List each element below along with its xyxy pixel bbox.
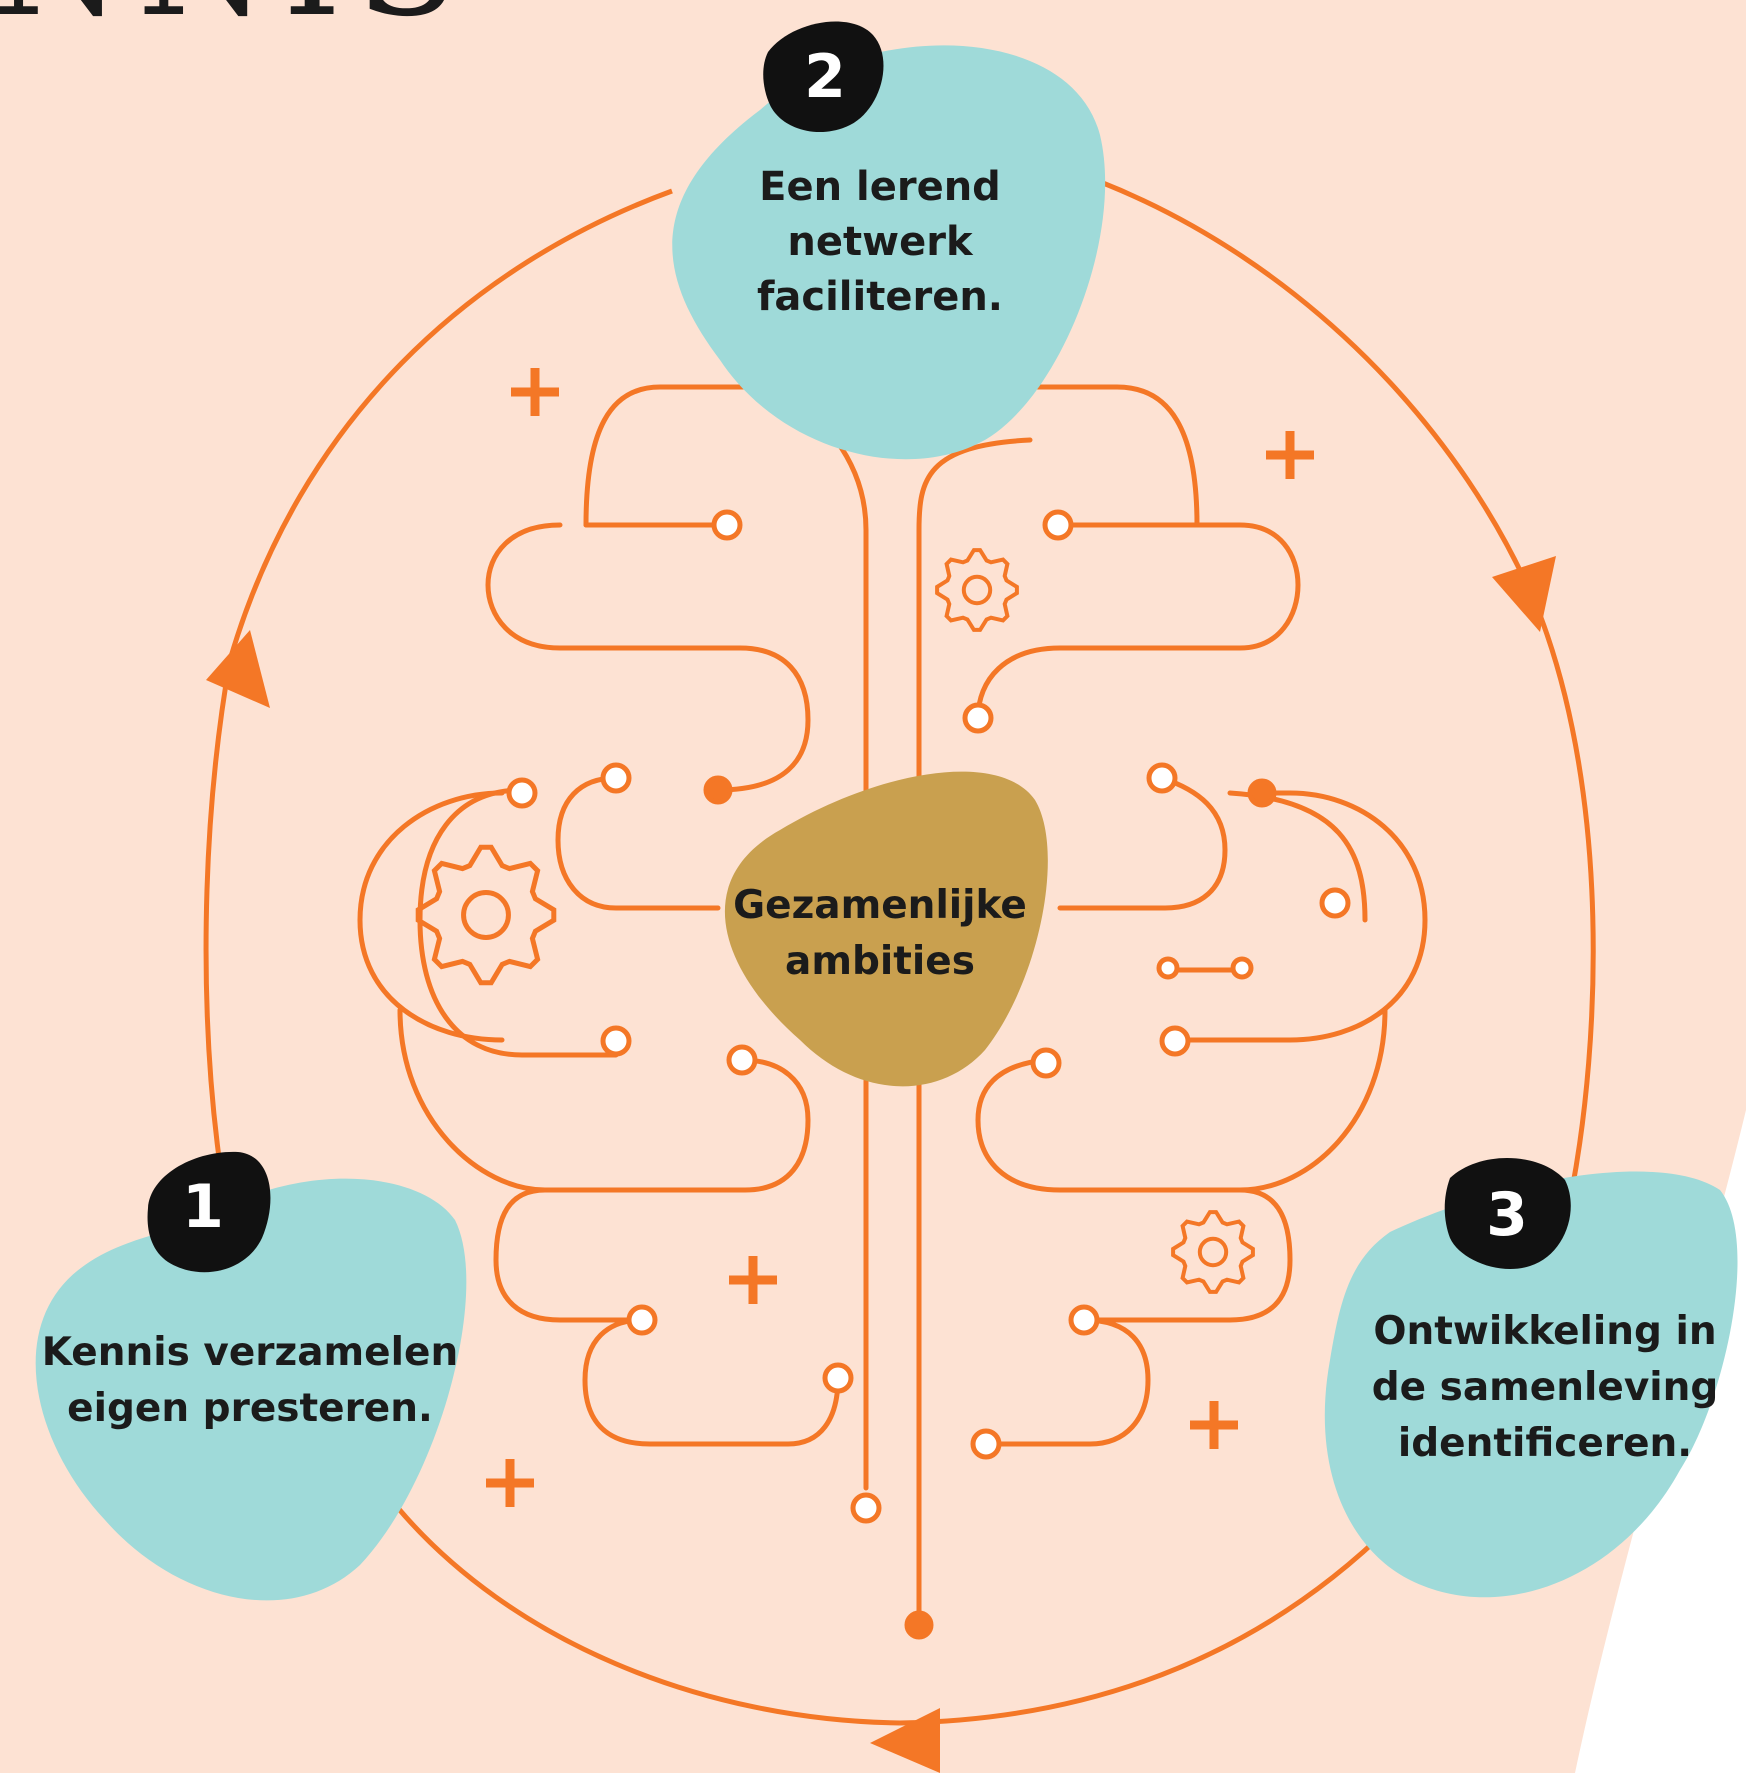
ring-arc-left [203,659,233,1166]
gear-icon [415,844,557,986]
arrow-icon [206,630,270,708]
arrow-icon [870,1708,940,1773]
plus-icons [486,368,1314,1507]
arrow-icon [1492,556,1556,632]
ring-arc-top-right [1097,178,1543,616]
cycle-arrows [206,556,1556,1773]
step-badge-3 [1444,1157,1571,1270]
circuit-nodes [506,509,1351,1640]
step-badge-1 [147,1151,271,1273]
title-fragment: NNIS [0,0,473,38]
gear-icons [415,548,1255,1294]
gear-icon [935,548,1019,632]
step-label-2: Een lerend netwerk faciliteren. [756,164,1003,320]
step-label-1: Kennis verzamelen eigen presteren. [41,1330,459,1431]
step-label-3: Ontwikkeling in de samenleving identific… [1371,1309,1719,1466]
ring-arc-right [1537,614,1596,1191]
plus-icon [511,368,559,416]
center-label: Gezamenlijke ambities [733,883,1027,984]
circuit-brain-icon [357,384,1428,1628]
plus-icon [1190,1401,1238,1449]
step-bubble-3 [1324,1171,1738,1598]
step-badge-2 [763,21,884,133]
plus-icon [729,1256,777,1304]
ring-arc-top-left [227,188,673,661]
step-number-3: 3 [1486,1180,1528,1250]
plus-icon [486,1459,534,1507]
cycle-ring [203,178,1596,1726]
plus-icon [1266,431,1314,479]
gear-icon [1171,1210,1255,1294]
step-bubble-1 [35,1178,467,1601]
ring-arc-bottom-right [899,1523,1394,1726]
step-number-1: 1 [182,1172,224,1242]
ring-arc-bottom-left [396,1506,901,1726]
step-number-2: 2 [804,42,846,112]
step-bubble-2 [672,45,1106,460]
center-bubble [724,771,1048,1087]
